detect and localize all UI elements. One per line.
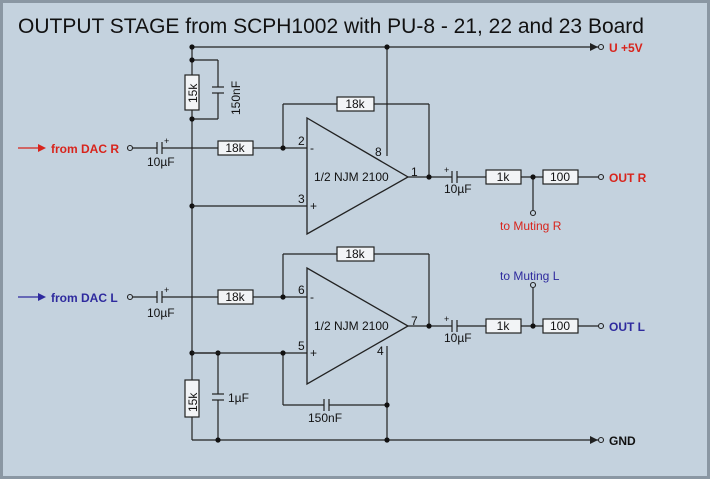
svg-text:+: + [444,165,449,175]
ground-rail [192,436,605,444]
pin-4: 4 [377,344,384,358]
capacitor-in-left-label: 10µF [147,306,175,320]
input-right-label: from DAC R [51,142,119,156]
resistor-out-right [542,169,579,185]
resistor-in-left-label: 18k [225,290,245,304]
resistor-fb-right [336,96,375,112]
output-right-label: OUT R [609,171,647,185]
pin-7: 7 [411,314,418,328]
resistor-in-right [217,140,254,156]
opamp-upper-label: 1/2 NJM 2100 [314,170,389,184]
capacitor-in-right-label: 10µF [147,155,175,169]
resistor-out-left [542,318,579,334]
channel-left [18,253,605,440]
resistor-fb-left [336,246,375,262]
resistor-in-right-label: 18k [225,141,245,155]
pin-6: 6 [298,283,305,297]
resistor-bias-bottom [184,379,200,418]
resistor-bias-top [184,74,200,111]
opamp-upper [306,116,410,236]
resistor-out-right-label: 100 [550,170,570,184]
resistor-fb-right-label: 18k [345,97,365,111]
capacitor-comp-label: 150nF [308,411,342,425]
resistor-series-left [485,318,522,334]
resistor-out-left-label: 100 [550,319,570,333]
opamp-lower-plus: + [310,346,317,360]
opamp-lower [306,266,410,386]
opamp-upper-minus: - [310,141,314,155]
output-left-label: OUT L [609,320,645,334]
svg-text:+: + [164,136,169,146]
resistor-bias-top-label: 15k [186,83,200,103]
gnd-label: GND [609,434,636,448]
capacitor-bias-bottom-label: 1µF [228,391,249,405]
resistor-series-right [485,169,522,185]
channel-right [18,47,605,217]
capacitor-out-left-label: 10µF [444,331,472,345]
svg-text:+: + [164,285,169,295]
pin-1: 1 [411,165,418,179]
muting-right-label: to Muting R [500,219,562,233]
capacitor-bias-top-label: 150nF [229,81,243,115]
svg-text:+: + [444,314,449,324]
pin-5: 5 [298,339,305,353]
vplus-label: U +5V [609,41,643,55]
muting-left-label: to Muting L [500,269,560,283]
resistor-in-left [217,289,254,305]
pin-2: 2 [298,134,305,148]
supply-rail [192,43,605,51]
opamp-lower-minus: - [310,290,314,304]
capacitor-out-right-label: 10µF [444,182,472,196]
diagram-title: OUTPUT STAGE from SCPH1002 with PU-8 - 2… [18,15,644,38]
resistor-series-right-label: 1k [497,170,511,184]
resistor-fb-left-label: 18k [345,247,365,261]
resistor-bias-bottom-label: 15k [186,392,200,412]
opamp-upper-plus: + [310,199,317,213]
opamp-lower-label: 1/2 NJM 2100 [314,319,389,333]
pin-8: 8 [375,145,382,159]
resistor-series-left-label: 1k [497,319,511,333]
schematic-drawing: OUTPUT STAGE from SCPH1002 with PU-8 - 2… [18,15,647,448]
input-left-label: from DAC L [51,291,118,305]
pin-3: 3 [298,192,305,206]
